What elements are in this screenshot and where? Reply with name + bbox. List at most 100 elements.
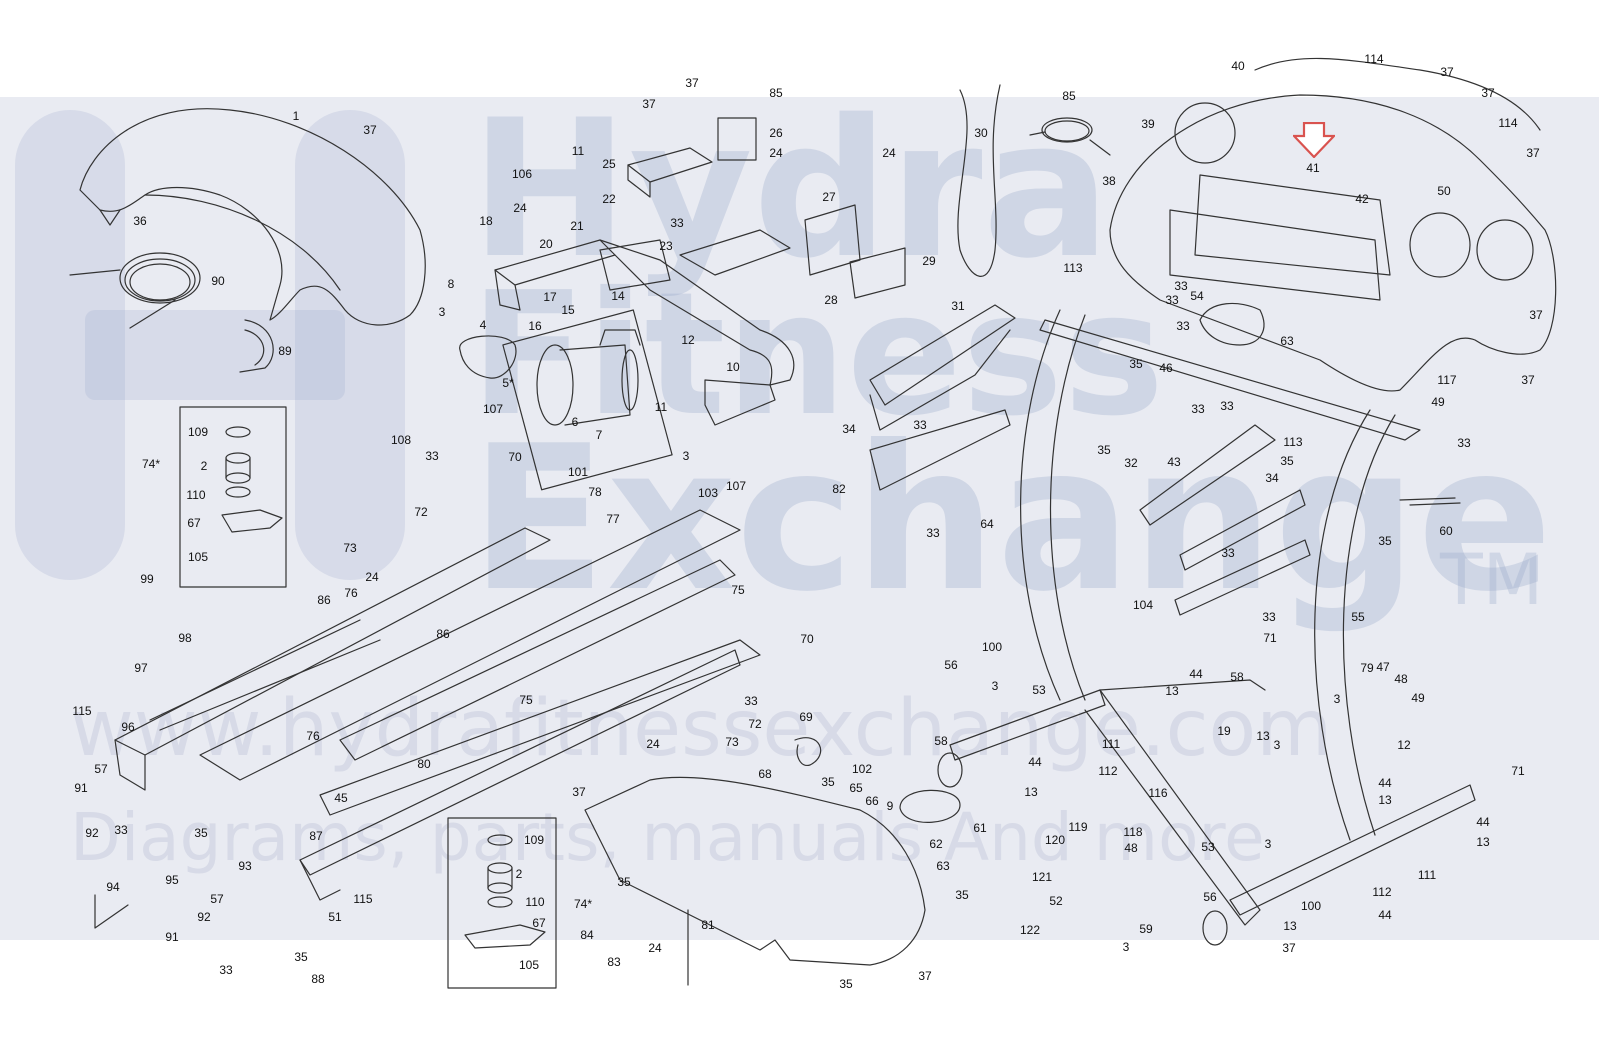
callout-label: 35	[617, 875, 631, 889]
callout-label: 100	[981, 640, 1003, 654]
callout-label: 52	[1049, 894, 1063, 908]
callout-label: 55	[1351, 610, 1365, 624]
callout-label: 78	[588, 485, 602, 499]
callout-label: 28	[824, 293, 838, 307]
callout-label: 116	[1148, 786, 1168, 800]
callout-label: 37	[363, 123, 377, 137]
callout-label: 89	[278, 344, 292, 358]
callout-label: 92	[85, 826, 99, 840]
motor-brackets-part	[627, 117, 906, 299]
callout-label: 5*	[502, 376, 514, 390]
callout-label: 70	[800, 632, 814, 646]
watermark-tagline: Diagrams, parts, manuals And more	[70, 799, 1265, 876]
bracket-60	[1399, 497, 1461, 506]
callout-label: 106	[511, 167, 533, 181]
callout-label: 33	[219, 963, 233, 977]
callout-label: 86	[317, 593, 331, 607]
callout-label: 32	[1124, 456, 1138, 470]
callout-label: 109	[187, 425, 209, 439]
motor-detail-box	[502, 309, 673, 491]
callout-label: 62	[929, 837, 943, 851]
callout-label: 114	[1498, 116, 1518, 130]
callout-label: 83	[607, 955, 621, 969]
callout-label: 33	[1176, 319, 1190, 333]
callout-label: 93	[238, 859, 252, 873]
callout-label: 37	[1440, 65, 1454, 79]
detail-box-74-top	[179, 406, 287, 588]
callout-label: 33	[1165, 293, 1179, 307]
callout-label: 43	[1167, 455, 1181, 469]
callout-label: 41	[1306, 161, 1320, 175]
callout-label: 24	[882, 146, 896, 160]
callout-label: 42	[1355, 192, 1369, 206]
callout-label: 91	[74, 781, 88, 795]
callout-label: 12	[681, 333, 695, 347]
roller-assembly-bottom	[464, 834, 546, 949]
callout-label: 37	[642, 97, 656, 111]
callout-label: 74*	[141, 457, 161, 471]
callout-label: 34	[842, 422, 856, 436]
callout-label: 18	[479, 214, 493, 228]
callout-label: 53	[1201, 840, 1215, 854]
callout-label: 56	[944, 658, 958, 672]
walking-deck-part	[114, 509, 761, 901]
callout-label: 57	[210, 892, 224, 906]
watermark-band	[0, 97, 1599, 940]
callout-label: 92	[197, 910, 211, 924]
callout-label: 33	[913, 418, 927, 432]
callout-label: 77	[606, 512, 620, 526]
callout-label: 13	[1165, 684, 1179, 698]
drive-motor-part	[536, 329, 641, 426]
handrail-43	[1139, 424, 1276, 526]
callout-label: 91	[165, 930, 179, 944]
callout-label: 30	[974, 126, 988, 140]
callout-label: 51	[328, 910, 342, 924]
callout-label: 76	[306, 729, 320, 743]
callout-label: 63	[936, 859, 950, 873]
callout-label: 11	[571, 144, 585, 158]
callout-label: 84	[580, 928, 594, 942]
callout-label: 115	[72, 704, 92, 718]
callout-label: 120	[1044, 833, 1066, 847]
callout-label: 98	[178, 631, 192, 645]
callout-label: 35	[839, 977, 853, 991]
callout-label: 33	[425, 449, 439, 463]
highlight-arrow-icon	[1293, 122, 1335, 158]
detail-box-74-bottom	[447, 817, 557, 989]
callout-label: 24	[648, 941, 662, 955]
watermark-brand-line1: Hydra	[470, 79, 1111, 300]
callout-label: 14	[611, 289, 625, 303]
callout-label: 20	[539, 237, 553, 251]
callout-label: 85	[769, 86, 783, 100]
callout-label: 37	[1481, 86, 1495, 100]
callout-label: 8	[447, 277, 455, 291]
callout-label: 35	[194, 826, 208, 840]
callout-label: 33	[1221, 546, 1235, 560]
callout-label: 57	[94, 762, 108, 776]
callout-label: 37	[572, 785, 586, 799]
callout-label: 27	[822, 190, 836, 204]
callout-label: 3	[682, 449, 690, 463]
callout-label: 95	[165, 873, 179, 887]
callout-label: 37	[918, 969, 932, 983]
callout-label: 97	[134, 661, 148, 675]
callout-label: 113	[1063, 261, 1083, 275]
callout-label: 80	[417, 757, 431, 771]
callout-label: 70	[508, 450, 522, 464]
base-frame-116	[949, 679, 1476, 926]
roller-assembly-top	[221, 426, 283, 533]
callout-label: 86	[436, 627, 450, 641]
callout-label: 35	[955, 888, 969, 902]
callout-label: 15	[561, 303, 575, 317]
console-part	[1109, 94, 1557, 392]
callout-label: 65	[849, 781, 863, 795]
callout-label: 37	[1529, 308, 1543, 322]
callout-label: 76	[344, 586, 358, 600]
callout-label: 9	[886, 799, 894, 813]
wheel-58-left	[937, 752, 963, 788]
callout-label: 33	[744, 694, 758, 708]
callout-label: 110	[186, 488, 206, 502]
callout-label: 112	[1372, 885, 1392, 899]
watermark-brand-line3: Exchange	[470, 403, 1553, 636]
callout-label: 45	[334, 791, 348, 805]
